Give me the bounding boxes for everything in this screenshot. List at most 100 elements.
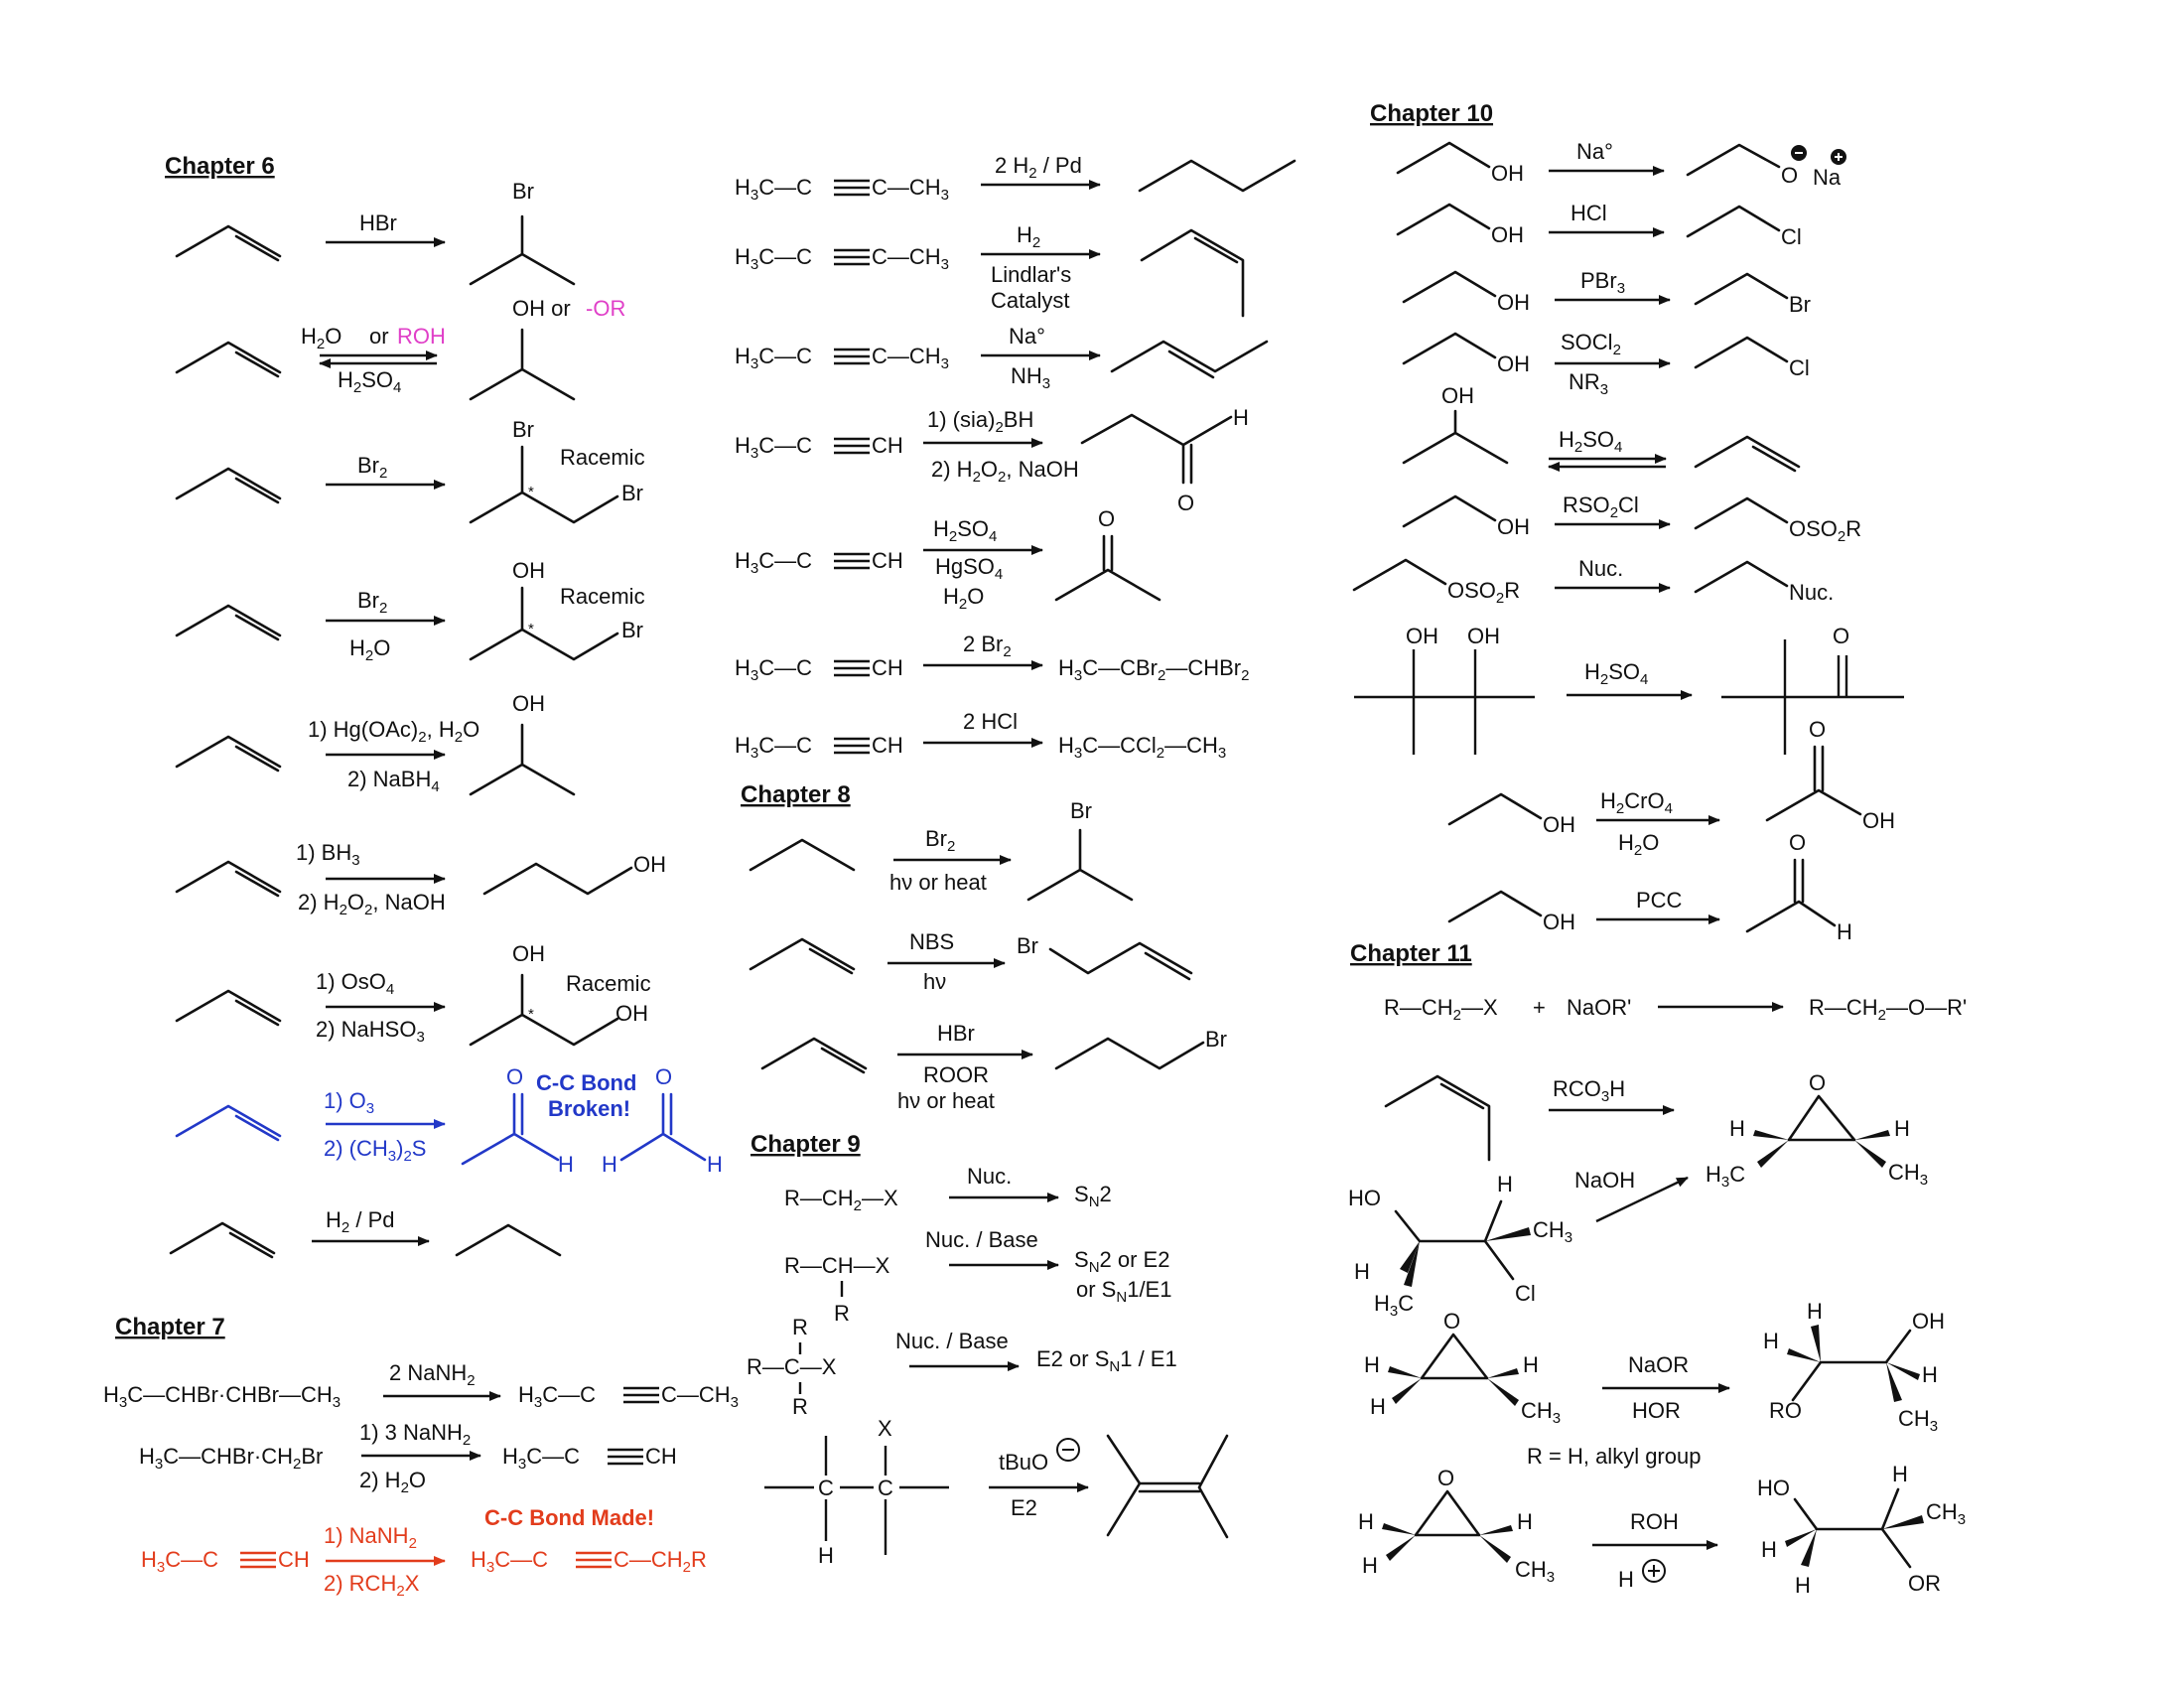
svg-text:HCl: HCl bbox=[1570, 201, 1607, 225]
svg-text:H3C—C: H3C—C bbox=[735, 733, 812, 762]
svg-text:Br2: Br2 bbox=[925, 826, 955, 855]
svg-text:2 HCl: 2 HCl bbox=[963, 709, 1018, 734]
svg-text:hν or heat: hν or heat bbox=[897, 1088, 995, 1113]
svg-text:H2CrO4: H2CrO4 bbox=[1600, 788, 1673, 817]
svg-text:H3C—C: H3C—C bbox=[735, 655, 812, 684]
svg-text:SN2: SN2 bbox=[1074, 1182, 1112, 1210]
svg-text:H: H bbox=[1370, 1394, 1386, 1419]
svg-text:Br: Br bbox=[621, 618, 643, 642]
svg-text:H3C—C: H3C—C bbox=[735, 548, 812, 577]
svg-text:NH3: NH3 bbox=[1011, 363, 1050, 392]
svg-text:+: + bbox=[1533, 995, 1546, 1020]
svg-text:1) OsO4: 1) OsO4 bbox=[316, 969, 394, 998]
atom-label: Br bbox=[512, 179, 534, 204]
svg-text:1) (sia)2BH: 1) (sia)2BH bbox=[927, 407, 1033, 436]
svg-text:CH3: CH3 bbox=[1888, 1160, 1928, 1189]
svg-text:H: H bbox=[1807, 1299, 1823, 1324]
ch9-reaction-4-elimination: C C X H tBuO E2 bbox=[764, 1416, 1229, 1568]
svg-text:HO: HO bbox=[1757, 1476, 1790, 1500]
chapter-10-heading: Chapter 10 bbox=[1370, 100, 1493, 127]
svg-text:CH: CH bbox=[645, 1444, 677, 1469]
svg-text:OH: OH bbox=[1862, 808, 1895, 833]
ch8-reaction-3: HBr ROOR hν or heat Br bbox=[760, 1021, 1227, 1113]
svg-text:C: C bbox=[878, 1476, 893, 1500]
svg-text:OH: OH bbox=[1491, 161, 1524, 186]
ch6-reaction-8-ozonolysis: 1) O3 2) (CH3)2S O H O H H C-C Bond Brok… bbox=[175, 1064, 723, 1177]
svg-text:2 Br2: 2 Br2 bbox=[963, 632, 1012, 660]
svg-text:CH3: CH3 bbox=[1533, 1217, 1572, 1246]
svg-text:OH: OH bbox=[1912, 1309, 1945, 1334]
svg-text:Broken!: Broken! bbox=[548, 1096, 630, 1121]
svg-text:Racemic: Racemic bbox=[560, 445, 645, 470]
ch10-reaction-4: OH SOCl2 NR3 Cl bbox=[1402, 330, 1810, 398]
svg-text:Cl: Cl bbox=[1781, 224, 1802, 249]
svg-text:O: O bbox=[655, 1064, 672, 1089]
svg-text:NBS: NBS bbox=[909, 929, 954, 954]
roh-label: ROH bbox=[397, 324, 446, 349]
svg-text:H2O: H2O bbox=[301, 324, 341, 352]
svg-text:H3C—C: H3C—C bbox=[141, 1547, 218, 1576]
ch9-reaction-1: R—CH2—X Nuc. SN2 bbox=[784, 1164, 1112, 1214]
ch6-reaction-2: H2O or ROH H2SO4 OH or -OR bbox=[175, 296, 625, 401]
svg-text:1) 3 NaNH2: 1) 3 NaNH2 bbox=[359, 1420, 471, 1449]
svg-text:Na°: Na° bbox=[1576, 139, 1613, 164]
svg-text:H: H bbox=[1837, 919, 1852, 944]
svg-text:H3C—C: H3C—C bbox=[735, 244, 812, 273]
svg-text:CH: CH bbox=[872, 433, 903, 458]
svg-text:H: H bbox=[1364, 1352, 1380, 1377]
svg-text:H3C—C: H3C—C bbox=[735, 175, 812, 204]
svg-text:C—CH2R: C—CH2R bbox=[614, 1547, 707, 1576]
svg-text:Nuc.: Nuc. bbox=[1789, 580, 1834, 605]
svg-text:Cl: Cl bbox=[1515, 1281, 1536, 1306]
svg-text:O: O bbox=[1809, 1070, 1826, 1095]
svg-text:PCC: PCC bbox=[1636, 888, 1683, 913]
svg-text:OSO2R: OSO2R bbox=[1789, 516, 1861, 545]
svg-text:CH: CH bbox=[278, 1547, 310, 1572]
svg-text:1) Hg(OAc)2, H2O: 1) Hg(OAc)2, H2O bbox=[308, 717, 479, 746]
svg-text:H: H bbox=[1892, 1462, 1908, 1486]
svg-text:Nuc. / Base: Nuc. / Base bbox=[895, 1329, 1009, 1353]
svg-text:H3C—CHBr·CHBr—CH3: H3C—CHBr·CHBr—CH3 bbox=[103, 1382, 341, 1411]
svg-text:Br: Br bbox=[1205, 1027, 1227, 1052]
svg-text:OH: OH bbox=[1543, 910, 1575, 934]
svg-text:Br: Br bbox=[1070, 798, 1092, 823]
svg-text:OH: OH bbox=[1543, 812, 1575, 837]
svg-text:H3C—C: H3C—C bbox=[471, 1547, 548, 1576]
chapter-11-heading: Chapter 11 bbox=[1350, 940, 1472, 967]
svg-text:H2SO4: H2SO4 bbox=[1584, 659, 1648, 688]
svg-text:NaOH: NaOH bbox=[1574, 1168, 1635, 1193]
svg-text:OH: OH bbox=[615, 1001, 648, 1026]
ch7-reaction-1: H3C—CHBr·CHBr—CH3 2 NaNH2 H3C—C C—CH3 bbox=[103, 1360, 739, 1411]
ch6-reaction-7: 1) OsO4 2) NaHSO3 OH OH Racemic * bbox=[175, 941, 651, 1047]
svg-text:H3C—CCl2—CH3: H3C—CCl2—CH3 bbox=[1058, 733, 1226, 762]
svg-text:H3C—CBr2—CHBr2: H3C—CBr2—CHBr2 bbox=[1058, 655, 1249, 684]
alkyne-reaction-5: H3C—C CH H2SO4 HgSO4 H2O O bbox=[735, 506, 1161, 613]
svg-text:HBr: HBr bbox=[937, 1021, 975, 1046]
svg-text:H: H bbox=[1763, 1329, 1779, 1353]
ch6-reaction-3: Br2 Br Br Racemic * bbox=[175, 417, 645, 524]
svg-text:E2 or SN1 / E1: E2 or SN1 / E1 bbox=[1036, 1346, 1177, 1375]
svg-text:CH: CH bbox=[872, 733, 903, 758]
svg-text:Catalyst: Catalyst bbox=[991, 288, 1069, 313]
svg-text:OH: OH bbox=[512, 558, 545, 583]
svg-text:CH3: CH3 bbox=[1898, 1406, 1938, 1435]
svg-text:OH: OH bbox=[1441, 383, 1474, 408]
svg-text:2) H2O2, NaOH: 2) H2O2, NaOH bbox=[931, 457, 1079, 486]
svg-text:H3C: H3C bbox=[1374, 1291, 1414, 1320]
svg-text:R = H, alkyl group: R = H, alkyl group bbox=[1527, 1444, 1701, 1469]
svg-text:CH3: CH3 bbox=[1926, 1499, 1966, 1528]
svg-text:H2O: H2O bbox=[1618, 830, 1659, 859]
ch10-reaction-6: OH RSO2Cl OSO2R bbox=[1402, 492, 1861, 545]
svg-text:2) (CH3)2S: 2) (CH3)2S bbox=[324, 1136, 426, 1165]
reagent-label: HBr bbox=[359, 211, 397, 235]
svg-text:H: H bbox=[1761, 1537, 1777, 1562]
ch10-reaction-10: OH PCC O H bbox=[1447, 830, 1852, 944]
svg-text:CH: CH bbox=[872, 655, 903, 680]
svg-text:OH: OH bbox=[1497, 514, 1530, 539]
svg-text:2 H2 / Pd: 2 H2 / Pd bbox=[995, 153, 1082, 182]
chapter-6-heading: Chapter 6 bbox=[165, 153, 275, 180]
svg-text:R: R bbox=[792, 1315, 808, 1339]
svg-text:H2SO4: H2SO4 bbox=[338, 367, 401, 396]
ch10-reaction-1: OH Na° O Na bbox=[1396, 139, 1846, 190]
svg-text:O: O bbox=[1437, 1466, 1454, 1490]
